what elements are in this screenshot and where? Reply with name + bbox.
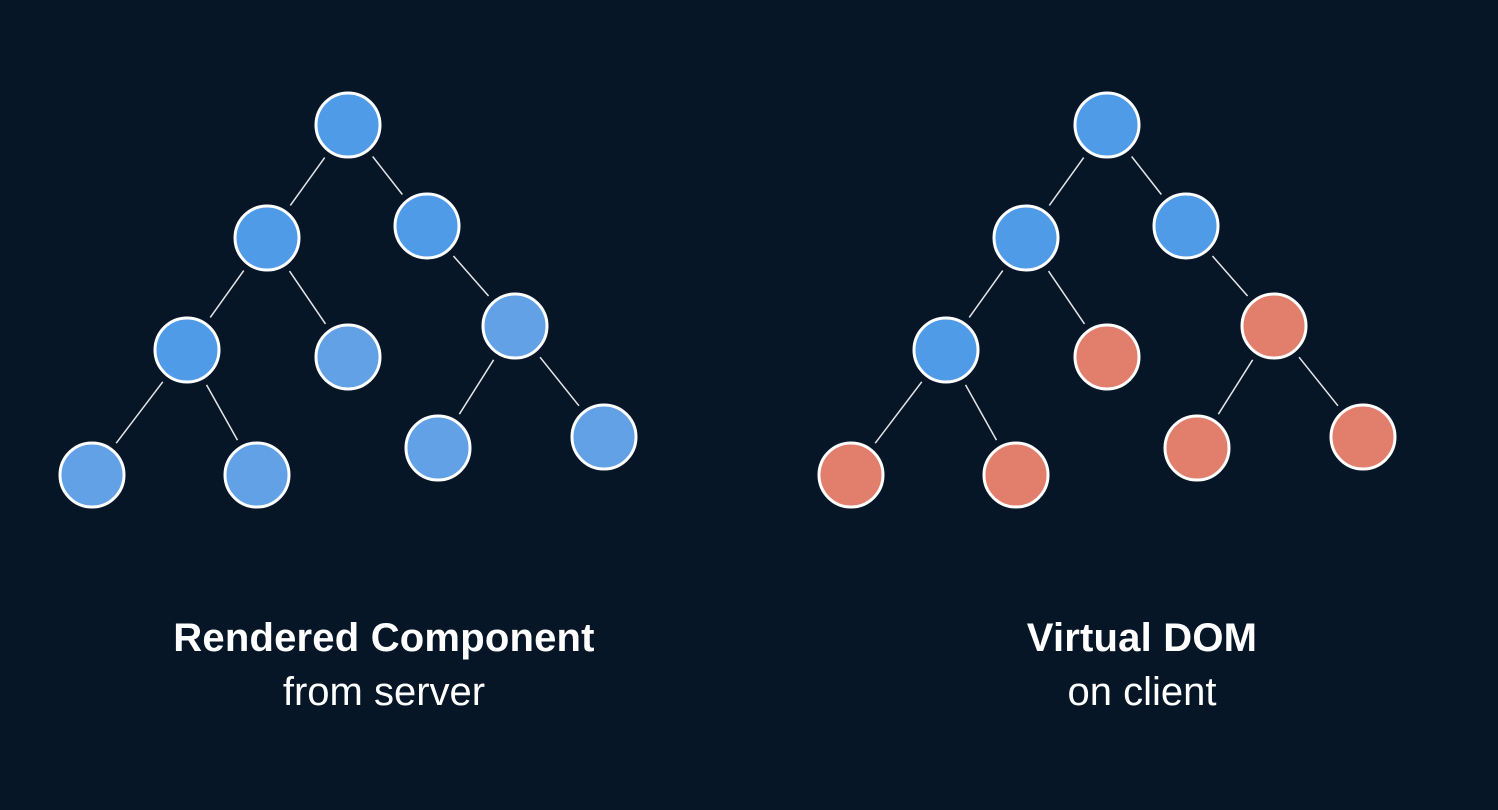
tree-node-b1b-red (1329, 403, 1397, 471)
edge-root-b (1131, 156, 1162, 195)
tree-node-a1a-red (817, 441, 885, 509)
edge-root-a (1048, 157, 1085, 206)
edge-a-a1 (209, 270, 245, 318)
edge-a-a1 (968, 270, 1004, 318)
virtual-dom-tree (817, 91, 1397, 509)
edge-b-b1 (1211, 255, 1249, 297)
rendered-component-tree (58, 91, 638, 509)
edge-b1-b1a (458, 359, 495, 415)
tree-node-a2-blue-light (314, 323, 382, 391)
edge-a-a2 (1047, 270, 1086, 325)
tree-node-b1b-blue-light (570, 403, 638, 471)
rendered-component-title: Rendered Component (173, 616, 595, 660)
virtual-dom-caption: Virtual DOM on client (862, 612, 1422, 720)
edge-a1-a1b (205, 384, 239, 441)
tree-node-b1a-red (1163, 414, 1231, 482)
tree-node-a2-red (1073, 323, 1141, 391)
tree-node-a1b-red (982, 441, 1050, 509)
tree-node-a-blue (992, 204, 1060, 272)
tree-node-a-blue (233, 204, 301, 272)
tree-node-root-blue (314, 91, 382, 159)
edge-a1-a1b (964, 384, 998, 441)
edge-a1-a1a (115, 381, 164, 444)
tree-node-b1-red (1240, 292, 1308, 360)
rendered-component-caption: Rendered Component from server (104, 612, 664, 720)
tree-node-a1b-blue-light (223, 441, 291, 509)
edge-b1-b1b (539, 356, 580, 407)
edge-a1-a1a (874, 381, 923, 444)
edge-b1-b1a (1217, 359, 1254, 415)
tree-node-a1-blue (153, 316, 221, 384)
virtual-dom-subtitle: on client (1067, 670, 1217, 714)
rendered-component-subtitle: from server (282, 670, 486, 714)
tree-node-b1a-blue-light (404, 414, 472, 482)
edge-root-a (289, 157, 326, 206)
edge-root-b (372, 156, 403, 195)
tree-node-a1a-blue-light (58, 441, 126, 509)
tree-node-a1-blue (912, 316, 980, 384)
tree-node-b-blue (1152, 192, 1220, 260)
virtual-dom-title: Virtual DOM (1026, 616, 1258, 660)
edge-b1-b1b (1298, 356, 1339, 407)
tree-node-root-blue (1073, 91, 1141, 159)
tree-node-b-blue (393, 192, 461, 260)
tree-node-b1-blue-light (481, 292, 549, 360)
edge-b-b1 (452, 255, 490, 297)
edge-a-a2 (288, 270, 327, 325)
